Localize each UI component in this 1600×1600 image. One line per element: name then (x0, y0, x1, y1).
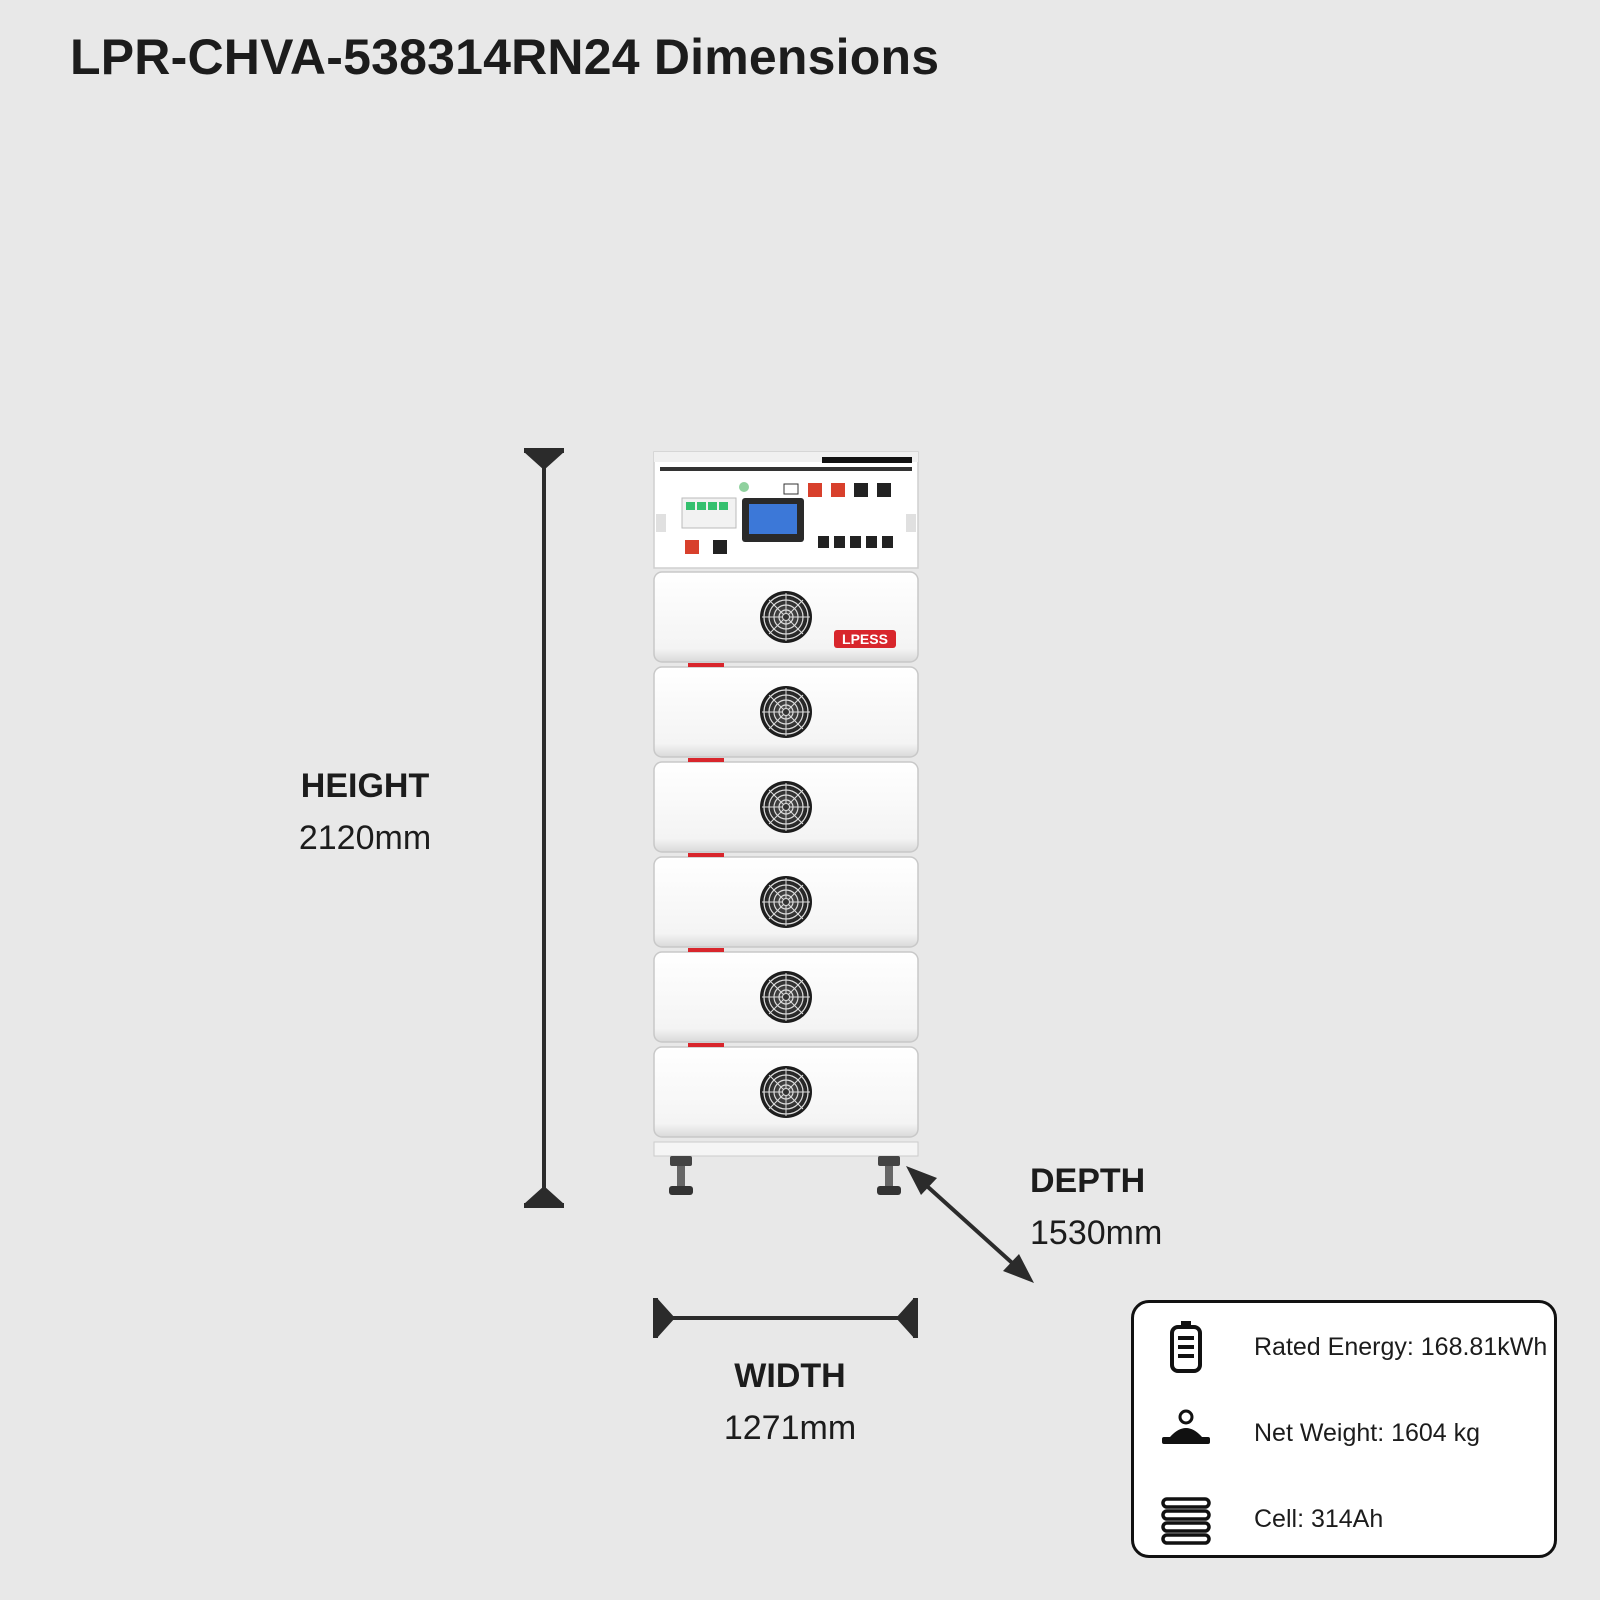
module-connector (688, 948, 724, 952)
battery-module (653, 758, 919, 853)
module-connector (688, 758, 724, 762)
spec-net-weight: Net Weight: 1604 kg (1134, 1403, 1554, 1463)
battery-icon (1170, 1321, 1202, 1373)
module-connector (688, 663, 724, 667)
depth-label: DEPTH 1530mm (1030, 1155, 1250, 1259)
lpess-logo: LPESS (834, 630, 896, 648)
height-arrow (524, 448, 564, 1208)
module-connector (688, 853, 724, 857)
battery-cabinet: LPESS (653, 451, 919, 1195)
width-name: WIDTH (734, 1357, 846, 1395)
spec-box: Rated Energy: 168.81kWh Net Weight: 1604… (1131, 1300, 1557, 1558)
width-value: 1271mm (723, 1409, 857, 1447)
foot-right (877, 1156, 901, 1195)
spec-rated-energy: Rated Energy: 168.81kWh (1134, 1317, 1554, 1377)
height-name: HEIGHT (300, 767, 430, 805)
fan-icon (759, 685, 813, 739)
page-title: LPR-CHVA-538314RN24 Dimensions (70, 29, 940, 85)
depth-arrow (906, 1166, 1034, 1283)
svg-text:LPESS: LPESS (842, 631, 888, 647)
battery-module (653, 1043, 919, 1138)
battery-module (653, 571, 919, 663)
foot-left (669, 1156, 693, 1195)
fan-icon (759, 875, 813, 929)
spec-cell: Cell: 314Ah (1134, 1489, 1554, 1549)
depth-value: 1530mm (1030, 1214, 1163, 1252)
spec-text: Cell: 314Ah (1254, 1504, 1384, 1533)
spec-text: Rated Energy: 168.81kWh (1254, 1332, 1548, 1361)
depth-name: DEPTH (1030, 1162, 1146, 1200)
fan-icon (759, 590, 813, 644)
fan-icon (759, 1065, 813, 1119)
height-label: HEIGHT 2120mm (255, 760, 475, 864)
cell-stack-icon (1161, 1497, 1211, 1545)
module-connector (688, 1043, 724, 1047)
battery-modules (653, 571, 919, 1138)
battery-module (653, 663, 919, 758)
fan-icon (759, 780, 813, 834)
battery-module (653, 948, 919, 1043)
height-value: 2120mm (298, 819, 432, 857)
width-label: WIDTH 1271mm (680, 1350, 900, 1454)
control-box (653, 451, 919, 569)
battery-module (653, 853, 919, 948)
width-arrow (653, 1298, 918, 1338)
spec-text: Net Weight: 1604 kg (1254, 1418, 1481, 1447)
weight-icon (1162, 1409, 1210, 1444)
fan-icon (759, 970, 813, 1024)
